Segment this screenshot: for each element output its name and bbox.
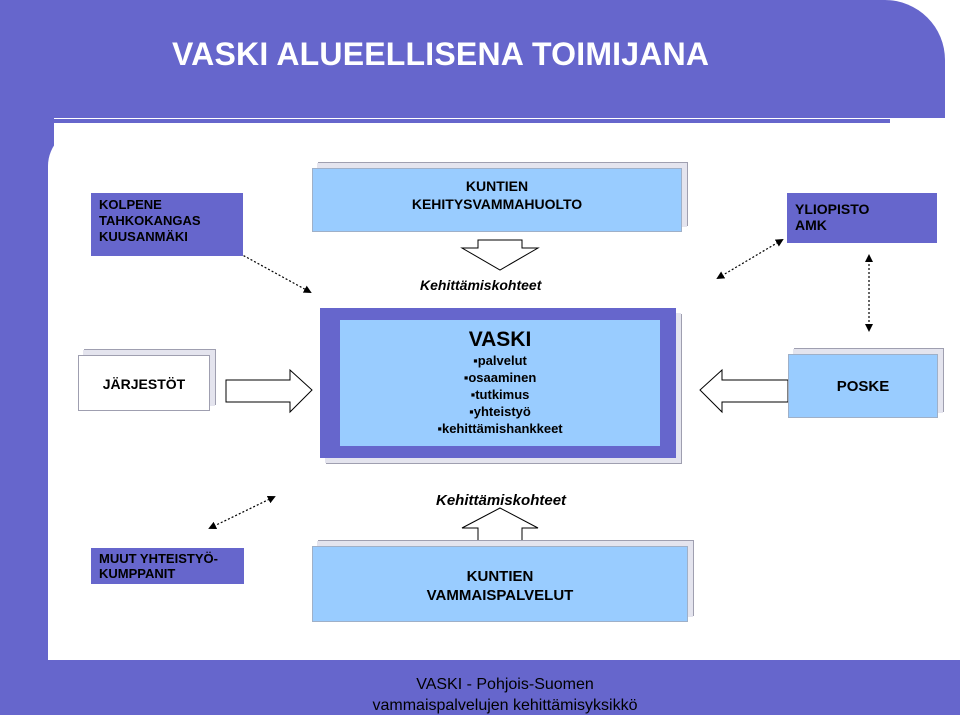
connector-yliopisto <box>716 238 784 280</box>
vaski-item-osaaminen: ▪osaaminen <box>463 370 537 385</box>
jarjestot-box: JÄRJESTÖT <box>78 355 210 411</box>
muut-yhteistyokumppanit-box: MUUT YHTEISTYÖ- KUMPPANIT <box>91 548 244 584</box>
arrow-up-icon <box>461 507 539 547</box>
vaski-item-palvelut: ▪palvelut <box>473 353 527 368</box>
vaski-item-kehittamishankkeet: ▪kehittämishankkeet <box>437 421 563 436</box>
arrow-right-icon <box>225 368 313 414</box>
title-underline <box>54 119 890 123</box>
vaski-item-tutkimus: ▪tutkimus <box>470 387 530 402</box>
kuntien-kehitys-line-1: KUNTIEN <box>465 178 529 194</box>
poske-box: POSKE <box>788 354 938 418</box>
slide-title: VASKI ALUEELLISENA TOIMIJANA <box>172 36 710 72</box>
kuntien-kehitys-line-2: KEHITYSVAMMAHUOLTO <box>411 196 583 212</box>
poske-label: POSKE <box>836 378 890 395</box>
footer-line-1: VASKI - Pohjois-Suomen <box>416 676 594 693</box>
kolpene-line-1: KOLPENE <box>99 197 162 212</box>
arrow-left-icon <box>699 368 789 414</box>
jarjestot-label: JÄRJESTÖT <box>102 376 186 392</box>
title-bar <box>0 0 945 118</box>
yliopisto-line-1: YLIOPISTO <box>795 201 870 217</box>
kuntien-vammaispalvelut-box: KUNTIEN VAMMAISPALVELUT <box>312 546 688 622</box>
kuntien-vammais-line-1: KUNTIEN <box>466 568 534 585</box>
kolpene-line-2: TAHKOKANGAS <box>99 213 201 228</box>
kehittamiskohteet-top-label: Kehittämiskohteet <box>420 277 542 293</box>
kuntien-vammais-line-2: VAMMAISPALVELUT <box>426 587 574 604</box>
kehittamiskohteet-bottom-label: Kehittämiskohteet <box>436 492 567 509</box>
vaski-title: VASKI <box>468 328 532 351</box>
muut-line-1: MUUT YHTEISTYÖ- <box>99 551 218 566</box>
vaski-box: VASKI ▪palvelut ▪osaaminen ▪tutkimus ▪yh… <box>340 320 660 446</box>
kolpene-box: KOLPENE TAHKOKANGAS KUUSANMÄKI <box>91 193 243 256</box>
connector-muut <box>208 496 276 529</box>
footer-line-2: vammaispalvelujen kehittämisyksikkö <box>372 697 638 714</box>
muut-line-2: KUMPPANIT <box>99 566 176 581</box>
footer-text: VASKI - Pohjois-Suomen vammaispalvelujen… <box>355 674 655 716</box>
vaski-item-yhteistyo: ▪yhteistyö <box>469 404 531 419</box>
arrow-down-icon <box>460 239 540 271</box>
kolpene-line-3: KUUSANMÄKI <box>99 229 188 244</box>
frame-bottom-band <box>0 660 960 715</box>
yliopisto-line-2: AMK <box>795 217 827 233</box>
yliopisto-box: YLIOPISTO AMK <box>787 193 937 243</box>
kuntien-kehitysvammahuolto-box: KUNTIEN KEHITYSVAMMAHUOLTO <box>312 168 682 232</box>
